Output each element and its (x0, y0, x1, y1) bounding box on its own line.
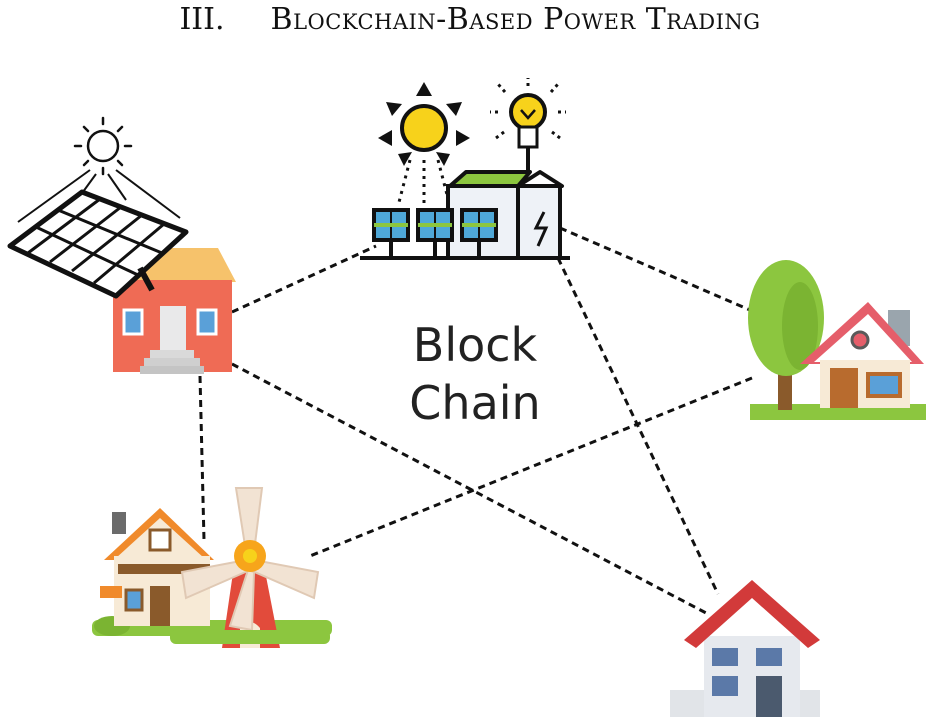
windmill-house-icon (92, 487, 332, 648)
link-solar-power-plant-tree-house (559, 226, 751, 312)
section-title: Blockchain-Based Power Trading (270, 2, 761, 37)
blockchain-label-line-1: Block (412, 318, 538, 372)
solar-panel-array-icon (372, 208, 498, 258)
link-tree-house-windmill-house (309, 376, 753, 558)
link-solar-panel-house-solar-power-plant (231, 244, 377, 314)
solar-panel-icon (7, 189, 189, 299)
consumer-house-icon (670, 580, 820, 717)
blockchain-label: Block Chain (365, 316, 585, 432)
section-number: III. (179, 2, 225, 37)
link-solar-power-plant-consumer-house (556, 257, 720, 595)
small-sun-icon (17, 116, 181, 223)
solar-power-plant-icon (360, 78, 570, 260)
sun-icon (378, 82, 470, 207)
solar-panel-house-icon (7, 116, 236, 374)
blockchain-label-line-2: Chain (409, 376, 541, 430)
blockchain-links (198, 226, 753, 616)
link-solar-panel-house-consumer-house (231, 362, 709, 616)
section-heading: III. Blockchain-Based Power Trading (0, 2, 940, 48)
house-with-tree-icon (748, 260, 926, 420)
link-solar-panel-house-windmill-house (198, 375, 206, 541)
light-bulb-icon (490, 78, 566, 170)
